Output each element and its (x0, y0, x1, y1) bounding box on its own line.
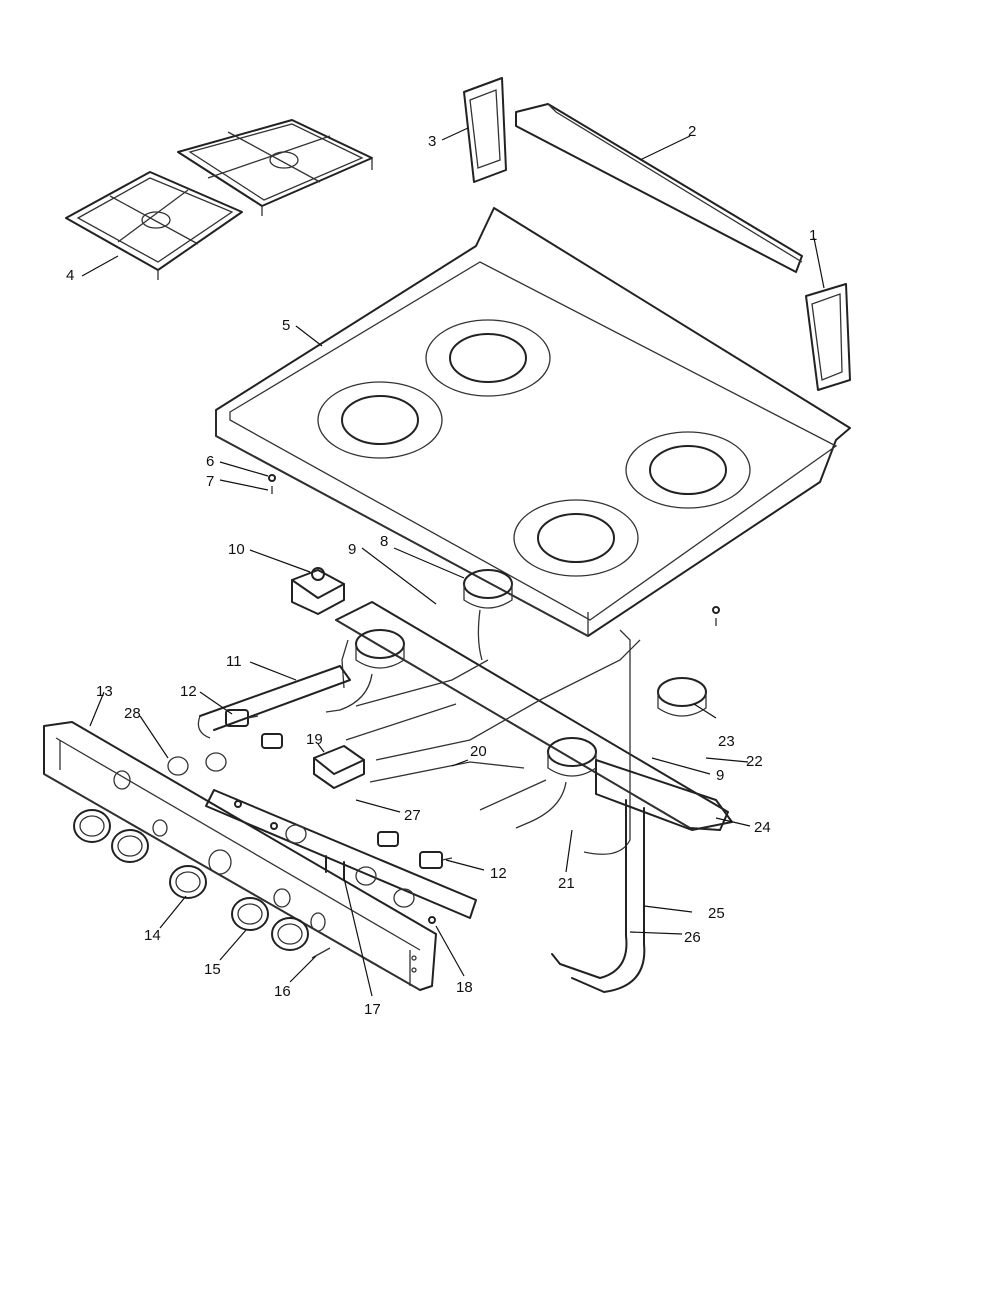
callout-3: 3 (428, 133, 436, 150)
callout-1: 1 (809, 227, 817, 244)
ignition-switch (313, 745, 365, 789)
callout-17: 17 (364, 1001, 381, 1018)
callout-20: 20 (470, 743, 487, 760)
knob-spacer-washers (167, 752, 415, 908)
callout-19: 19 (306, 731, 323, 748)
control-knob-4 (231, 897, 269, 931)
burner-rear-right (657, 677, 707, 717)
callout-23: 23 (718, 733, 735, 750)
gas-valve-2 (261, 733, 283, 749)
callout-9b: 9 (716, 767, 724, 784)
callout-22: 22 (746, 753, 763, 770)
backguard-trim (515, 103, 803, 273)
gas-valve-right (419, 851, 453, 869)
pressure-regulator (291, 567, 345, 615)
burner-box-front (595, 759, 733, 831)
callout-5: 5 (282, 317, 290, 334)
callout-15: 15 (204, 961, 221, 978)
manifold-pipe (197, 665, 477, 919)
gas-tubing (341, 629, 641, 855)
gas-valve-left (225, 709, 259, 727)
cooktop (215, 207, 851, 637)
burner-grate-rear (177, 119, 373, 216)
callout-28: 28 (124, 705, 141, 722)
callout-7: 7 (206, 473, 214, 490)
control-panel (43, 721, 437, 991)
callout-12b: 12 (490, 865, 507, 882)
control-knob-2 (111, 829, 149, 863)
callout-8: 8 (380, 533, 388, 550)
screw-and-clip (268, 474, 720, 626)
callout-25: 25 (708, 905, 725, 922)
leader-lines (81, 127, 825, 997)
callout-13: 13 (96, 683, 113, 700)
callout-4: 4 (66, 267, 74, 284)
control-knob-5 (271, 917, 309, 951)
callout-10: 10 (228, 541, 245, 558)
control-knob-3 (169, 865, 207, 899)
callout-21: 21 (558, 875, 575, 892)
end-cap-left (463, 77, 507, 183)
burner-front-right (515, 737, 597, 829)
callout-labels: 1 2 3 4 5 6 7 8 9 9 10 11 12 12 13 14 15… (66, 123, 817, 1018)
burner-grate-front (65, 171, 243, 280)
callout-2: 2 (688, 123, 696, 140)
end-cap-right (805, 283, 851, 391)
burner-rear-left (463, 569, 513, 661)
callout-6: 6 (206, 453, 214, 470)
callout-9a: 9 (348, 541, 356, 558)
callout-11: 11 (226, 653, 242, 670)
callout-26: 26 (684, 929, 701, 946)
callout-12a: 12 (180, 683, 197, 700)
callout-18: 18 (456, 979, 473, 996)
callout-27: 27 (404, 807, 421, 824)
callout-14: 14 (144, 927, 161, 944)
gas-valve-3 (377, 831, 399, 847)
panel-openings (113, 770, 326, 932)
oven-burner-tube (551, 799, 646, 993)
callout-16: 16 (274, 983, 291, 1000)
callout-24: 24 (754, 819, 771, 836)
burner-support-bar (335, 601, 729, 831)
control-knob-1 (73, 809, 111, 843)
burner-front-left (325, 629, 405, 713)
panel-screws (234, 800, 436, 959)
